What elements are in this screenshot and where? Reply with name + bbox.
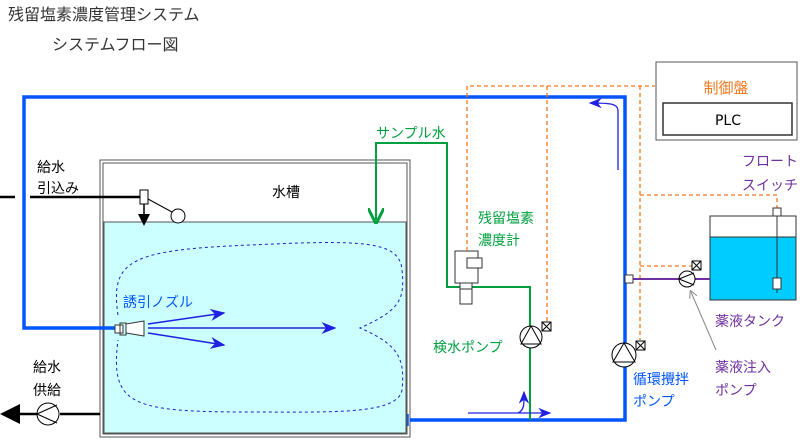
signal-wiring [466, 85, 778, 340]
control-panel-label: 制御盤 [703, 79, 748, 97]
diagram-title: 残留塩素濃度管理システム [8, 5, 200, 24]
chemical-pump-pointer [691, 292, 717, 351]
chemical-pump-label-2: ポンプ [715, 383, 757, 399]
sample-water-label: サンプル水 [376, 126, 446, 142]
circulation-pump-label: 循環攪拌 [633, 372, 689, 388]
analyzer-label: 残留塩素 [478, 211, 534, 227]
chemical-tank-label: 薬液タンク [715, 314, 785, 330]
injection-point [624, 274, 634, 284]
ball-tap-valve [138, 189, 186, 226]
suction-flow-arrows [468, 97, 619, 419]
sample-pump-icon [519, 321, 552, 349]
plc-label: PLC [715, 113, 741, 129]
circulation-pipe [22, 95, 627, 422]
chemical-tank [709, 215, 797, 301]
sample-pump-label: 検水ポンプ [433, 340, 503, 356]
supply-out-label: 給水 [33, 360, 61, 376]
induction-nozzle [114, 320, 145, 337]
residual-chlorine-analyzer [454, 250, 483, 305]
circulation-pump-icon [611, 340, 646, 368]
chemical-pump-label: 薬液注入 [715, 360, 771, 376]
circulation-pump-label-2: ポンプ [633, 394, 675, 410]
float-switch-label: フロート [742, 154, 798, 170]
supply-inlet-label-2: 引込み [37, 181, 79, 197]
circulation-flow-path [115, 242, 404, 413]
analyzer-label-2: 濃度計 [478, 233, 520, 249]
float-switch-label-2: スイッチ [742, 178, 798, 194]
water-tank-label: 水槽 [272, 185, 300, 201]
jet-flow-arrows [147, 308, 337, 349]
supply-pump-icon [36, 402, 60, 426]
control-panel [655, 61, 798, 141]
supply-inlet-label: 給水 [37, 160, 65, 176]
sample-pipe [375, 142, 531, 420]
diagram-subtitle: システムフロー図 [52, 35, 179, 54]
float-switch-icon [772, 207, 782, 293]
supply-out-label-2: 供給 [33, 383, 61, 399]
chemical-pump-icon [678, 260, 702, 288]
nozzle-label: 誘引ノズル [123, 295, 193, 311]
